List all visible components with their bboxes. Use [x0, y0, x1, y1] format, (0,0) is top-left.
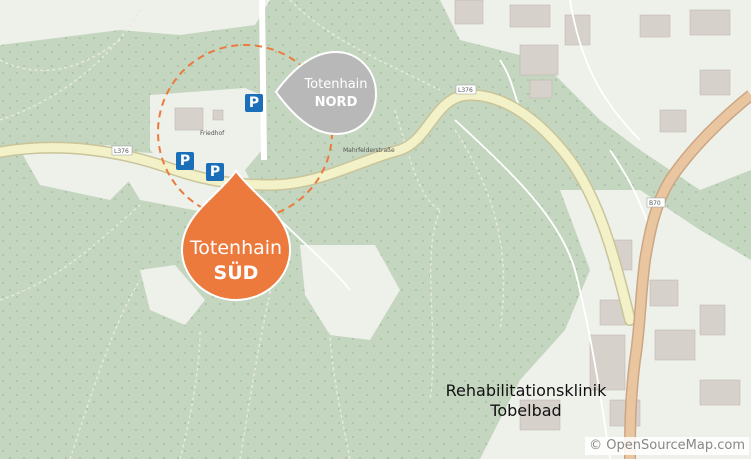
clearing-west	[20, 145, 140, 200]
place-label-clinic-line2: Tobelbad	[490, 401, 562, 420]
marker-nord-line2: NORD	[314, 95, 358, 110]
clearing-top	[0, 0, 270, 45]
marker-sued-pin	[180, 169, 292, 302]
place-label-clinic: Rehabilitationsklinik Tobelbad	[436, 381, 616, 421]
road-label-street: Mahrfelderstraße	[343, 147, 395, 154]
buildings	[174, 0, 741, 431]
road-label-l376-west: L376	[114, 148, 129, 155]
copyright-notice[interactable]: © OpenSourceMap.com	[585, 437, 749, 455]
clearing-sw	[140, 265, 205, 325]
marker-nord[interactable]: Totenhain NORD	[286, 76, 386, 112]
road-label-cemetery: Friedhof	[200, 130, 225, 137]
marker-nord-pin	[274, 50, 378, 136]
marker-sued-line2: SÜD	[213, 262, 259, 284]
clearing-south	[300, 245, 400, 340]
marker-sued-line1: Totenhain	[189, 237, 283, 259]
place-label-clinic-line1: Rehabilitationsklinik	[445, 381, 607, 400]
road-label-l376-east: L376	[458, 87, 473, 94]
parking-icon[interactable]: P	[176, 152, 194, 170]
road-label-b70: B70	[649, 200, 661, 207]
marker-sued[interactable]: Totenhain SÜD	[176, 236, 296, 286]
tracks	[0, 0, 505, 459]
marker-nord-line1: Totenhain	[304, 77, 368, 92]
parking-icon[interactable]: P	[245, 94, 263, 112]
access-road-north	[259, 0, 267, 161]
village-ne	[440, 0, 751, 190]
parking-icon[interactable]: P	[206, 163, 224, 181]
